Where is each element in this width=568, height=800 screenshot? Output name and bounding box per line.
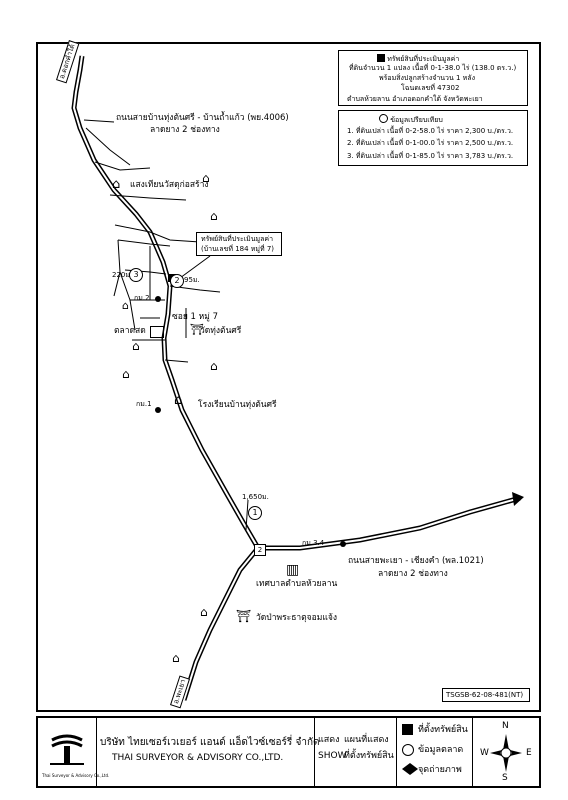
distance-1650: 1,650ม.: [242, 493, 269, 501]
asset-info-box: ทรัพย์สินที่ประเมินมูลค่า ที่ดินจำนวน 1 …: [338, 50, 528, 106]
market-box-title: ข้อมูลเปรียบเทียบ: [390, 116, 443, 124]
map-frame: [36, 42, 541, 712]
subject-label-box: ทรัพย์สินที่ประเมินมูลค่า (บ้านเลขที่ 18…: [196, 232, 282, 256]
landmark-shop: แสงเทียนวัสดุก่อสร้าง: [130, 180, 209, 190]
market-label: ตลาดสด: [114, 326, 146, 336]
distance-220: 220ม.: [112, 271, 133, 279]
building-icon: ⌂: [122, 299, 129, 312]
show-th: แสดง: [318, 735, 340, 745]
legend-photo: จุดถ่ายภาพ: [418, 765, 462, 775]
market-marker-1: 1: [248, 506, 262, 520]
legend-market: ข้อมูลตลาด: [418, 745, 464, 755]
temple-icon: ⛩: [236, 609, 252, 623]
company-name-th: บริษัท ไทยเซอร์เวเยอร์ แอนด์ แอ็ดไวซ์เซอ…: [100, 737, 320, 748]
legend-subject: ที่ตั้งทรัพย์สิน: [418, 725, 468, 735]
market-box-title-row: ข้อมูลเปรียบเทียบ: [379, 114, 443, 124]
municipality-icon: ▥: [286, 562, 300, 578]
market-circle-icon: [379, 114, 388, 123]
market-marker-2: 2: [170, 274, 184, 288]
compass-w: W: [480, 748, 489, 758]
company-logo: [44, 724, 90, 770]
building-icon: ⌂: [112, 177, 121, 192]
asset-box-line3: โฉนดเลขที่ 47302: [401, 84, 460, 92]
subject-line1: ทรัพย์สินที่ประเมินมูลค่า: [201, 235, 274, 243]
asset-box-line2: พร้อมสิ่งปลูกสร้างจำนวน 1 หลัง: [379, 74, 475, 82]
temple1-label: วัดทุ่งต้นศรี: [200, 326, 242, 336]
market-item-1: 1. ที่ดินเปล่า เนื้อที่ 0-2-58.0 ไร่ ราค…: [347, 127, 514, 135]
km1-label: กม.1: [136, 400, 152, 408]
municipality-label: เทศบาลตำบลห้วยลาน: [256, 579, 338, 589]
compass-s: S: [502, 773, 508, 783]
map-code: TSGSB-62-08-481(NT): [446, 691, 524, 699]
market-item-2: 2. ที่ดินเปล่า เนื้อที่ 0-1-00.0 ไร่ ราค…: [347, 139, 514, 147]
school-icon: ⌂: [174, 393, 183, 408]
km2-label: กม.2: [134, 294, 150, 302]
junction-marker: 2: [254, 544, 266, 556]
map-code-box: TSGSB-62-08-481(NT): [442, 688, 530, 702]
market-building-icon: [150, 326, 164, 338]
building-icon: ⌂: [122, 367, 130, 381]
subject-square-icon: [377, 54, 385, 62]
map-title-1: แผนที่แสดง: [344, 735, 389, 745]
company-name-en: THAI SURVEYOR & ADVISORY CO.,LTD.: [112, 753, 284, 763]
market-marker-3: 3: [129, 268, 143, 282]
show-en: SHOW: [318, 751, 347, 761]
asset-box-title-row: ทรัพย์สินที่ประเมินมูลค่า: [377, 54, 459, 63]
camera-legend-icon: [402, 763, 418, 775]
school-label: โรงเรียนบ้านทุ่งต้นศรี: [198, 400, 277, 410]
temple2-label: วัดป่าพระธาตุจอมแจ้ง: [256, 613, 337, 623]
logo-caption: Thai Surveyor & Advisory Co.,Ltd.: [42, 773, 110, 778]
building-icon: ⌂: [202, 171, 210, 185]
building-icon: ⌂: [210, 209, 218, 223]
distance-95: 95ม.: [184, 276, 200, 284]
building-icon: ⌂: [172, 651, 180, 665]
title-block: Thai Surveyor & Advisory Co.,Ltd. บริษัท…: [36, 716, 541, 788]
market-legend-icon: [402, 744, 414, 756]
compass-n: N: [502, 721, 509, 731]
asset-box-line4: ตำบลห้วยลาน อำเภอดอกคำใต้ จังหวัดพะเยา: [347, 95, 483, 103]
road1-name: ถนนสายบ้านทุ่งต้นศรี - บ้านถ้ำแก้ว (พย.4…: [116, 113, 289, 123]
km34-label: กม.3.4: [302, 539, 325, 547]
road2-name: ถนนสายพะเยา - เชียงคำ (พล.1021): [348, 556, 484, 566]
temple-icon: ⛩: [190, 323, 204, 336]
road1-surface: ลาดยาง 2 ช่องทาง: [150, 125, 220, 135]
asset-box-title: ทรัพย์สินที่ประเมินมูลค่า: [387, 55, 460, 63]
compass-e: E: [526, 748, 532, 758]
subject-legend-icon: [402, 724, 413, 735]
market-info-box: ข้อมูลเปรียบเทียบ 1. ที่ดินเปล่า เนื้อที…: [338, 110, 528, 166]
soi-label: ซอย 1 หมู่ 7: [172, 312, 218, 322]
building-icon: ⌂: [132, 339, 140, 353]
market-item-3: 3. ที่ดินเปล่า เนื้อที่ 0-1-85.0 ไร่ ราค…: [347, 152, 514, 160]
map-title-2: ที่ตั้งทรัพย์สิน: [344, 751, 394, 761]
subject-line2: (บ้านเลขที่ 184 หมู่ที่ 7): [201, 245, 275, 253]
road2-surface: ลาดยาง 2 ช่องทาง: [378, 569, 448, 579]
asset-box-line1: ที่ดินจำนวน 1 แปลง เนื้อที่ 0-1-38.0 ไร่…: [349, 64, 517, 72]
building-icon: ⌂: [200, 605, 208, 619]
building-icon: ⌂: [210, 359, 218, 373]
